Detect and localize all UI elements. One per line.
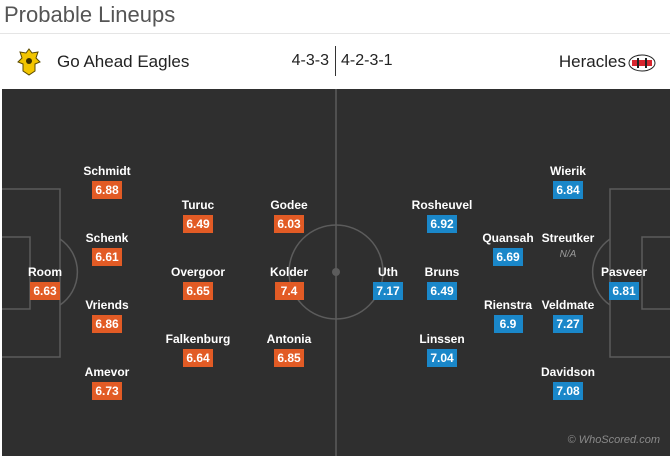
player-uth[interactable]: Uth 7.17	[353, 265, 423, 300]
player-bruns[interactable]: Bruns 6.49	[407, 265, 477, 300]
heracles-crest-icon	[628, 54, 656, 72]
player-name: Bruns	[424, 265, 460, 279]
eagle-crest-icon	[17, 48, 41, 76]
player-rosheuvel[interactable]: Rosheuvel 6.92	[407, 198, 477, 233]
player-rating: 6.88	[92, 181, 122, 199]
player-name: Linssen	[419, 332, 465, 346]
player-name: Godee	[270, 198, 308, 212]
player-rating: 6.92	[427, 215, 457, 233]
player-name: Quansah	[482, 231, 534, 245]
player-schmidt[interactable]: Schmidt 6.88	[72, 164, 142, 199]
player-name: Vriends	[85, 298, 129, 312]
page-title: Probable Lineups	[4, 2, 176, 27]
player-davidson[interactable]: Davidson 7.08	[533, 365, 603, 400]
match-header: Go Ahead Eagles 4-3-3 4-2-3-1 Heracles	[0, 33, 670, 89]
player-wierik[interactable]: Wierik 6.84	[533, 164, 603, 199]
player-name: Schenk	[85, 231, 129, 245]
player-streutker[interactable]: Streutker N/A	[533, 231, 603, 260]
player-rating: 6.81	[609, 282, 639, 300]
player-name: Wierik	[550, 164, 586, 178]
player-rating: 7.4	[274, 282, 304, 300]
player-name: Rienstra	[483, 298, 533, 312]
formation-divider	[335, 46, 336, 76]
player-rating: 6.9	[493, 315, 523, 333]
player-godee[interactable]: Godee 6.03	[254, 198, 324, 233]
player-name: Streutker	[541, 231, 595, 245]
player-name: Schmidt	[83, 164, 131, 178]
away-team-name[interactable]: Heracles	[558, 52, 626, 71]
player-rating: 6.49	[183, 215, 213, 233]
player-rating: 6.85	[274, 349, 304, 367]
player-rating: 6.63	[30, 282, 60, 300]
player-name: Turuc	[181, 198, 215, 212]
player-quansah[interactable]: Quansah 6.69	[473, 231, 543, 266]
player-pasveer[interactable]: Pasveer 6.81	[589, 265, 659, 300]
player-turuc[interactable]: Turuc 6.49	[163, 198, 233, 233]
player-rating: 6.61	[92, 248, 122, 266]
player-rating-na: N/A	[559, 249, 577, 260]
player-rating: 7.27	[553, 315, 583, 333]
player-rating: 6.84	[553, 181, 583, 199]
home-formation: 4-3-3	[291, 52, 329, 69]
player-linssen[interactable]: Linssen 7.04	[407, 332, 477, 367]
player-rating: 7.04	[427, 349, 457, 367]
player-kolder[interactable]: Kolder 7.4	[254, 265, 324, 300]
player-rating: 6.73	[92, 382, 122, 400]
player-rating: 6.86	[92, 315, 122, 333]
player-rating: 7.17	[373, 282, 403, 300]
home-team-name[interactable]: Go Ahead Eagles	[57, 52, 190, 71]
player-vriends[interactable]: Vriends 6.86	[72, 298, 142, 333]
player-overgoor[interactable]: Overgoor 6.65	[163, 265, 233, 300]
player-rating: 7.08	[553, 382, 583, 400]
player-name: Room	[28, 265, 62, 279]
pitch-markings	[2, 89, 670, 456]
player-rating: 6.65	[183, 282, 213, 300]
player-name: Amevor	[84, 365, 130, 379]
pitch: Room 6.63 Schmidt 6.88 Schenk 6.61 Vrien…	[2, 89, 670, 456]
player-room[interactable]: Room 6.63	[10, 265, 80, 300]
player-name: Davidson	[540, 365, 595, 379]
watermark: © WhoScored.com	[567, 434, 660, 446]
player-veldmate[interactable]: Veldmate 7.27	[533, 298, 603, 333]
player-falkenburg[interactable]: Falkenburg 6.64	[163, 332, 233, 367]
player-rating: 6.03	[274, 215, 304, 233]
player-name: Antonia	[266, 332, 312, 346]
player-name: Veldmate	[541, 298, 595, 312]
player-name: Kolder	[269, 265, 308, 279]
player-rating: 6.69	[493, 248, 523, 266]
player-name: Uth	[378, 265, 398, 279]
away-formation: 4-2-3-1	[341, 52, 393, 69]
player-schenk[interactable]: Schenk 6.61	[72, 231, 142, 266]
player-antonia[interactable]: Antonia 6.85	[254, 332, 324, 367]
player-rienstra[interactable]: Rienstra 6.9	[473, 298, 543, 333]
player-name: Falkenburg	[165, 332, 231, 346]
player-name: Rosheuvel	[411, 198, 473, 212]
player-name: Overgoor	[170, 265, 225, 279]
player-amevor[interactable]: Amevor 6.73	[72, 365, 142, 400]
player-name: Pasveer	[600, 265, 648, 279]
player-rating: 6.64	[183, 349, 213, 367]
player-rating: 6.49	[427, 282, 457, 300]
